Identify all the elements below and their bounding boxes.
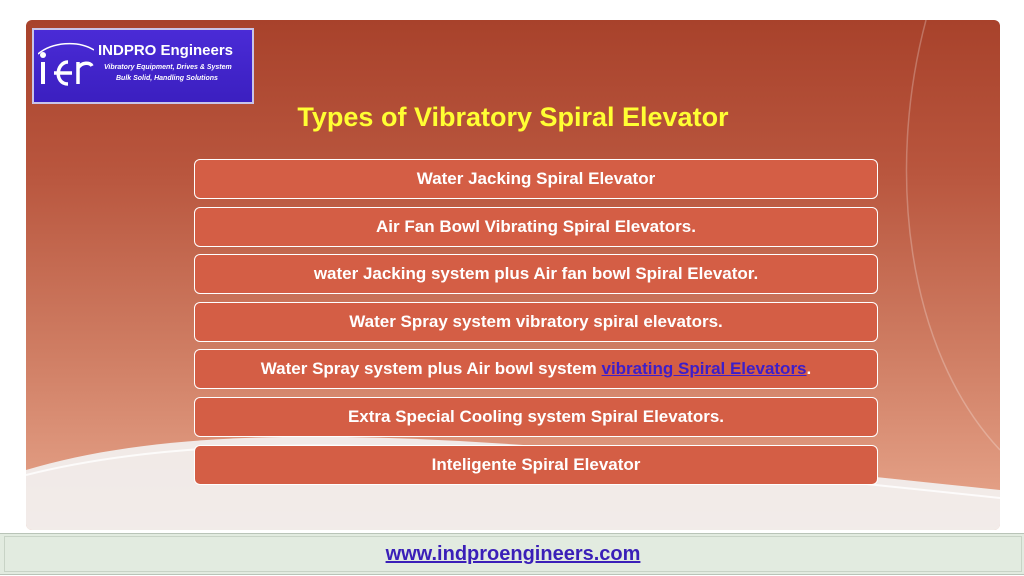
logo-company-name: INDPRO Engineers (98, 42, 234, 59)
list-item: Air Fan Bowl Vibrating Spiral Elevators. (194, 206, 878, 247)
list-item-text: water Jacking system plus Air fan bowl S… (313, 264, 759, 284)
ie-logo-icon (38, 42, 94, 86)
list-item-text: Extra Special Cooling system Spiral Elev… (347, 406, 725, 426)
slide-title: Types of Vibratory Spiral Elevator (297, 102, 729, 132)
website-link[interactable]: www.indproengineers.com (385, 542, 641, 565)
list-item-suffix: . (806, 359, 812, 379)
footer-frame: www.indproengineers.com (4, 536, 1022, 572)
list-item-text: Water Spray system vibratory spiral elev… (349, 311, 723, 331)
list-item-text: Water Jacking Spiral Elevator (416, 169, 656, 188)
list-item: Water Spray system vibratory spiral elev… (194, 301, 878, 342)
slide: INDPRO Engineers Vibratory Equipment, Dr… (26, 20, 1000, 530)
spiral-elevators-link[interactable]: vibrating Spiral Elevators (601, 359, 807, 379)
list-item-text: Air Fan Bowl Vibrating Spiral Elevators. (376, 216, 696, 236)
elevator-types-list: Water Jacking Spiral Elevator Air Fan Bo… (194, 159, 878, 492)
list-item: water Jacking system plus Air fan bowl S… (194, 254, 878, 295)
list-item: Water Spray system plus Air bowl system … (194, 349, 878, 390)
list-item: Water Jacking Spiral Elevator (194, 159, 878, 199)
logo-tagline-2: Bulk Solid, Handling Solutions (116, 75, 218, 82)
list-item-text: Water Spray system plus Air bowl system (260, 359, 602, 379)
list-item-text: Inteligente Spiral Elevator (431, 454, 641, 474)
list-item: Inteligente Spiral Elevator (194, 444, 878, 485)
logo-tagline-1: Vibratory Equipment, Drives & System (104, 64, 232, 71)
footer-bar: www.indproengineers.com (0, 533, 1024, 575)
company-logo: INDPRO Engineers Vibratory Equipment, Dr… (32, 28, 254, 104)
list-item: Extra Special Cooling system Spiral Elev… (194, 396, 878, 437)
